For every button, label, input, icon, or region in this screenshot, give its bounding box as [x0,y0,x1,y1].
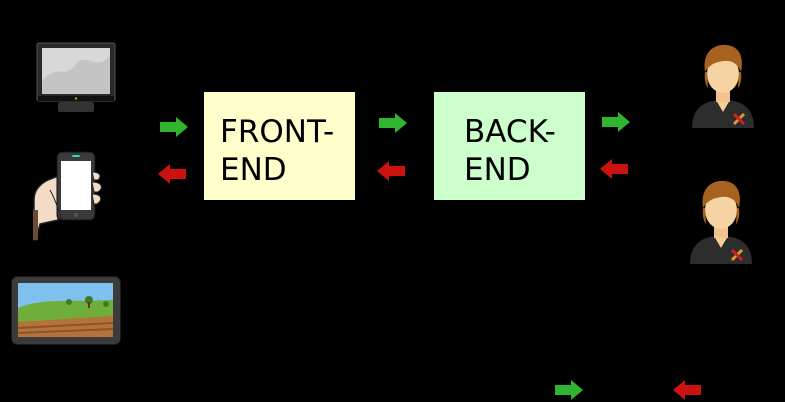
frontend-label-line2: END [220,152,287,188]
backend-box: BACK- END [434,92,585,200]
backend-label-line1: BACK- [464,114,556,150]
arrow-left [377,161,405,181]
arrow-right [602,112,630,132]
smartphone-in-hand-icon [33,151,102,241]
frontend-label-line1: FRONT- [220,114,335,150]
arrow-left [673,380,701,400]
monitor-icon [36,42,116,112]
arrow-left [600,159,628,179]
user-admin-icon [690,180,752,264]
arrow-right [160,117,188,137]
arrow-left [158,164,186,184]
tablet-landscape-icon [11,276,121,345]
user-admin-icon [692,44,754,128]
backend-label-line2: END [464,152,531,188]
arrow-right [379,113,407,133]
frontend-box: FRONT- END [204,92,355,200]
arrow-right [555,380,583,400]
